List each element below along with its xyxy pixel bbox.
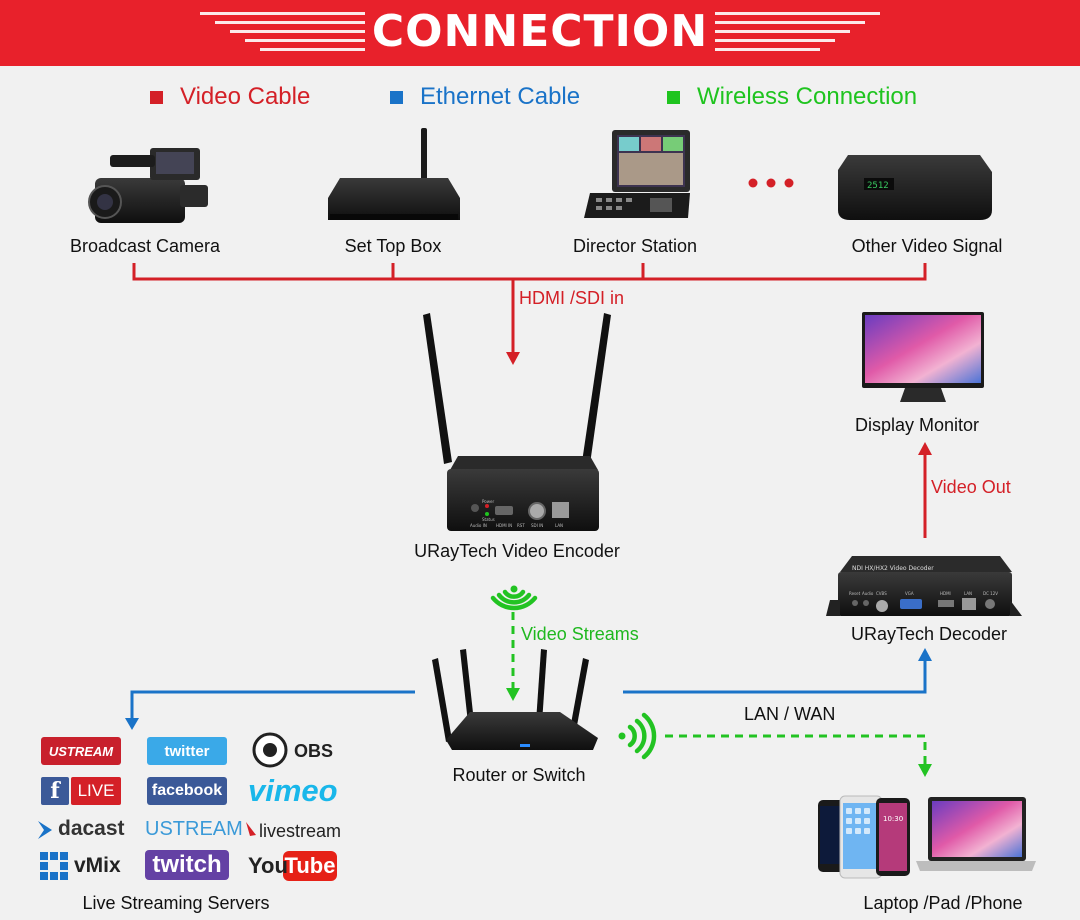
encoder-port-label: LAN xyxy=(555,523,563,528)
decoder-port-label: DC 12V xyxy=(983,591,998,596)
broadcast-camera-image xyxy=(88,148,208,223)
logo-twitter: twitter xyxy=(164,742,210,760)
encoder-led-label: Power xyxy=(482,499,494,504)
label-hdmi-sdi-in: HDMI /SDI in xyxy=(519,288,625,308)
facebook-f-icon: f xyxy=(50,778,60,804)
label-live-streaming-servers: Live Streaming Servers xyxy=(82,893,270,913)
decoder-header-text: NDI HX/HX2 Video Decoder xyxy=(852,565,934,572)
ethernet-cable-arrows xyxy=(125,648,932,730)
video-cable-arrows xyxy=(506,352,932,455)
wireless-arrows xyxy=(506,688,932,777)
label-video-out: Video Out xyxy=(931,477,1011,497)
logo-dacast: dacast xyxy=(58,817,125,840)
logo-facebook: facebook xyxy=(151,782,223,799)
legend-label: Ethernet Cable xyxy=(420,83,581,110)
logo-livestream: livestream xyxy=(259,820,342,841)
legend-label: Video Cable xyxy=(180,83,311,110)
label-video-streams: Video Streams xyxy=(521,624,639,644)
ethernet-cable-lines xyxy=(130,659,927,720)
other-video-box-image: 2512 xyxy=(838,155,992,220)
encoder-port-label: HDMI IN xyxy=(496,523,512,528)
video-encoder-image: Audio IN HDMI IN RST SDI IN LAN Power St… xyxy=(423,313,611,531)
logo-obs: OBS xyxy=(294,740,334,761)
label-video-encoder: URayTech Video Encoder xyxy=(414,541,620,561)
encoder-port-label: Audio IN xyxy=(470,523,487,528)
banner-stripes xyxy=(200,12,880,51)
logo-vmix: vMix xyxy=(74,854,121,877)
legend-swatch-green xyxy=(667,90,680,104)
logo-twitch: twitch xyxy=(152,851,222,878)
video-cable-lines xyxy=(132,263,927,538)
logo-fb-live: LIVE xyxy=(77,781,115,800)
legend-item-ethernet-cable: Ethernet Cable xyxy=(390,83,580,111)
wifi-icon-encoder xyxy=(490,585,538,611)
decoder-port-label: HDMI xyxy=(940,591,951,596)
encoder-port-label: SDI IN xyxy=(531,523,543,528)
decoder-port-label: CVBS xyxy=(876,591,887,596)
decoder-port-label: VGA xyxy=(905,591,914,596)
client-devices-image: 10:30 xyxy=(818,795,1036,879)
encoder-led-label: Status xyxy=(482,517,495,522)
legend-label: Wireless Connection xyxy=(697,83,918,110)
decoder-port-label: LAN xyxy=(964,591,972,596)
decoder-port-label: Audio xyxy=(862,591,874,596)
wireless-lines xyxy=(511,612,927,766)
legend-swatch-red xyxy=(150,90,163,104)
logo-backgrounds xyxy=(38,732,337,881)
logo-youtube-tube: Tube xyxy=(284,853,336,878)
logo-youtube-you: You xyxy=(248,853,288,878)
stb-display-text: 2512 xyxy=(867,181,889,191)
decoder-port-label: Reset xyxy=(849,591,861,596)
label-lan-wan: LAN / WAN xyxy=(744,704,836,724)
label-director-station: Director Station xyxy=(572,236,698,256)
page-title: CONNECTION xyxy=(371,6,709,57)
label-other-video-signal: Other Video Signal xyxy=(851,236,1003,256)
header-banner: CONNECTION xyxy=(0,0,1080,66)
router-image xyxy=(432,649,598,750)
display-monitor-image xyxy=(862,312,984,402)
label-display-monitor: Display Monitor xyxy=(854,415,980,435)
encoder-port-label: RST xyxy=(517,523,525,528)
wifi-icon-router xyxy=(618,712,657,760)
label-clients: Laptop /Pad /Phone xyxy=(863,893,1023,913)
logo-ustream: USTREAM xyxy=(145,817,243,840)
set-top-box-image xyxy=(328,128,460,220)
director-station-image xyxy=(584,130,690,218)
phone-clock-text: 10:30 xyxy=(883,815,903,823)
label-decoder: URayTech Decoder xyxy=(850,624,1008,644)
more-sources-dots xyxy=(748,178,794,188)
legend-item-wireless: Wireless Connection xyxy=(667,83,917,111)
logo-vimeo: vimeo xyxy=(248,773,338,808)
label-set-top-box: Set Top Box xyxy=(344,236,442,256)
legend-swatch-blue xyxy=(390,90,403,104)
legend-item-video-cable: Video Cable xyxy=(150,83,310,111)
video-decoder-image: NDI HX/HX2 Video Decoder Reset Audio CVB… xyxy=(826,556,1022,616)
label-broadcast-camera: Broadcast Camera xyxy=(69,236,221,256)
logo-ustream-tv: USTREAM xyxy=(48,743,114,759)
label-router-switch: Router or Switch xyxy=(452,765,586,785)
